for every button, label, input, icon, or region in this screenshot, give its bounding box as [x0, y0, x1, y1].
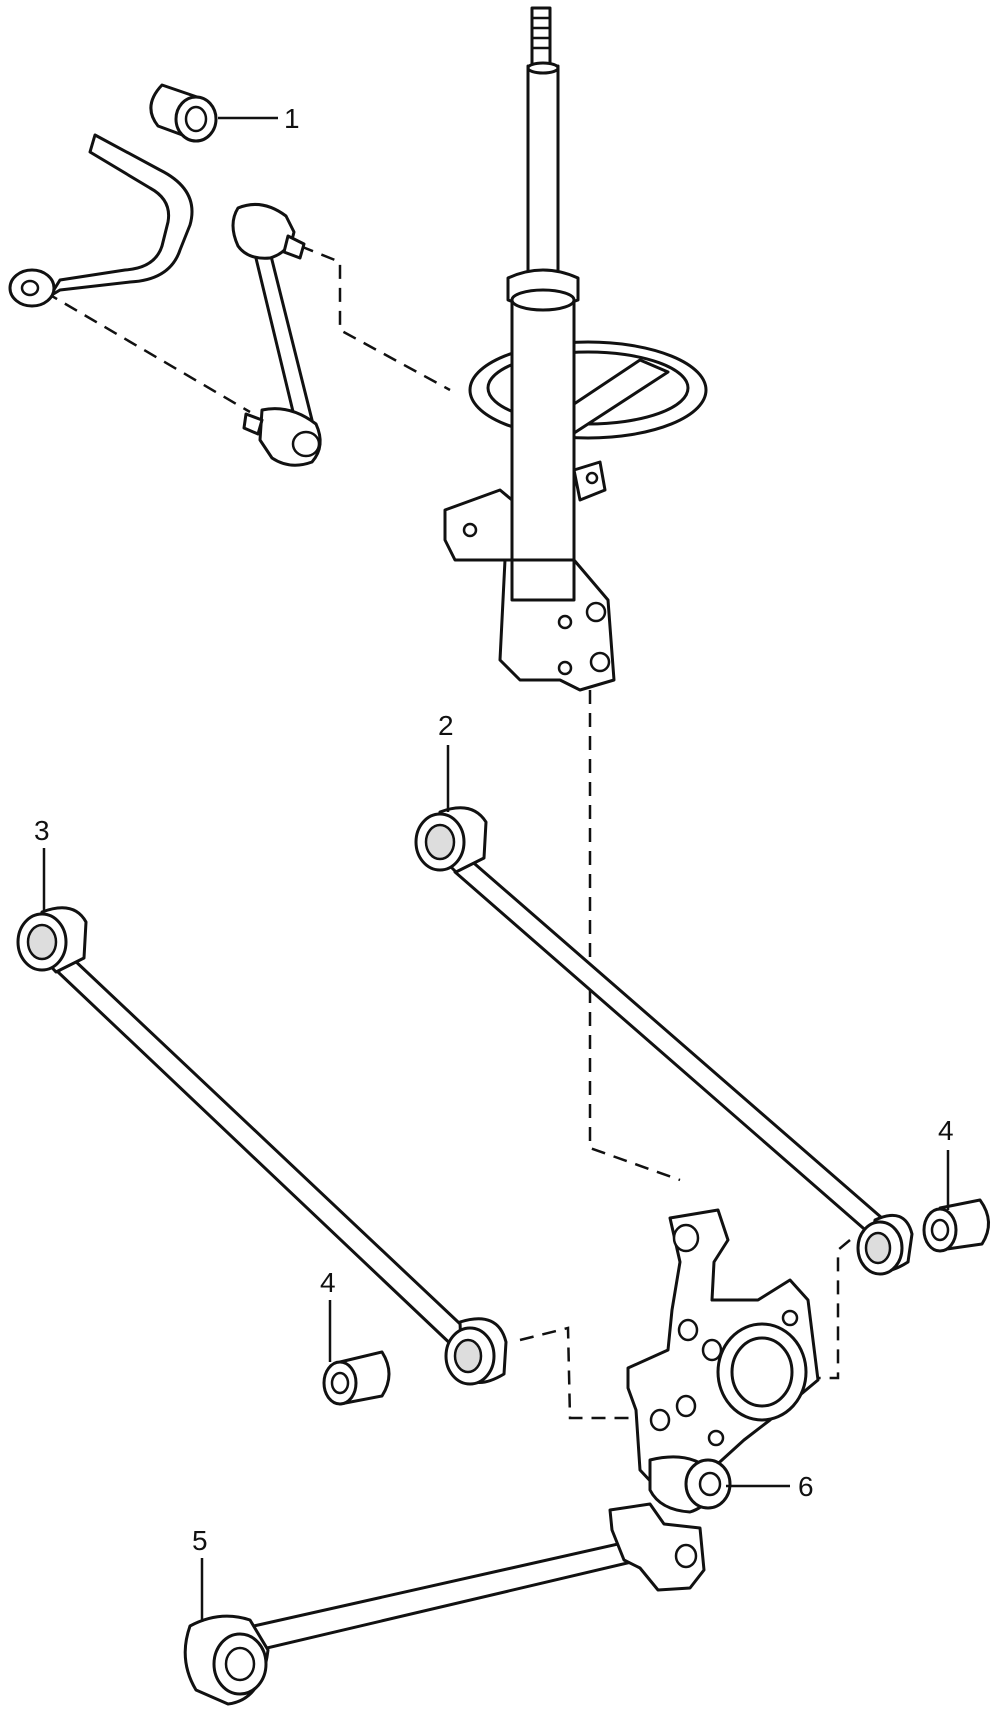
part-6-knuckle-bushing: [684, 1458, 732, 1510]
stabilizer-link: [231, 202, 322, 467]
callout-3: 3: [34, 815, 50, 846]
callout-leaders: [42, 116, 950, 1622]
callout-6: 6: [798, 1471, 814, 1502]
callout-2: 2: [438, 710, 454, 741]
part-1-stabilizer-bushing: [149, 83, 218, 143]
part-4-bushing-left: [322, 1350, 391, 1406]
assembly-dashed-lines: [44, 244, 851, 1420]
part-2-control-arm: [414, 806, 914, 1276]
callout-4b: 4: [320, 1267, 336, 1298]
part-4-bushing-right: [922, 1198, 990, 1253]
callout-4a: 4: [938, 1115, 954, 1146]
callout-5: 5: [192, 1525, 208, 1556]
part-5-trailing-arm: [183, 1502, 706, 1706]
callout-1: 1: [284, 103, 300, 134]
strut-assembly: [443, 6, 708, 692]
part-3-control-arm: [16, 906, 508, 1386]
stabilizer-bar: [8, 133, 194, 308]
steering-knuckle: [626, 1208, 820, 1514]
